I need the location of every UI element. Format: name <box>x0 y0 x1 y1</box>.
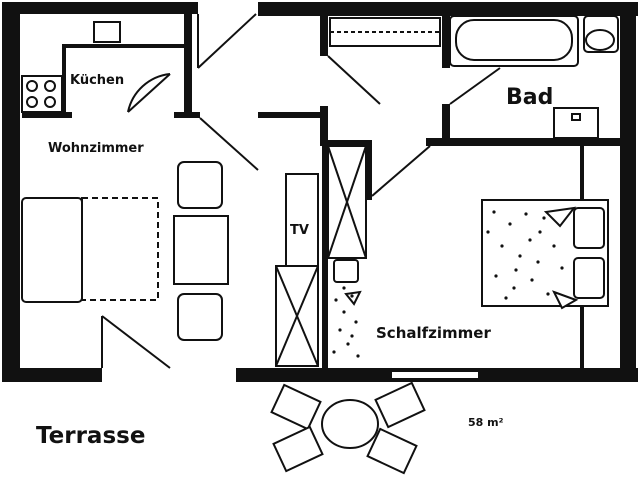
lamp-icon <box>344 290 362 306</box>
shower-dots <box>332 286 360 358</box>
pillow-icon <box>573 257 605 299</box>
area-label-bg <box>458 408 536 434</box>
terrace-chair-icon <box>270 383 322 431</box>
round-table-icon <box>321 399 379 449</box>
pillow-icon <box>573 207 605 249</box>
stove-icon <box>21 75 63 113</box>
bath-toilet-icon <box>583 15 619 53</box>
terrace-chair-icon <box>272 425 324 473</box>
chair-icon <box>177 293 223 341</box>
room-label-living: Wohnzimmer <box>48 141 144 156</box>
washbasin-icon <box>553 107 599 139</box>
bed-pattern <box>486 210 564 300</box>
terrace-label-bg <box>30 416 226 454</box>
kitchen-fixtures <box>21 21 121 113</box>
tv-label: TV <box>290 223 309 238</box>
chair-icon <box>177 161 223 209</box>
room-label-bedroom: Schalfzimmer <box>376 324 491 342</box>
terrace-chair-icon <box>366 427 418 475</box>
bath-fixtures <box>329 15 619 139</box>
room-label-bath: Bad <box>506 85 553 110</box>
area-label: 58 m² <box>468 416 504 429</box>
room-label-kitchen: Küchen <box>70 73 124 88</box>
living-furniture <box>21 161 319 367</box>
table-icon <box>173 215 229 285</box>
outer-walls <box>2 2 638 382</box>
cabinet-icon <box>275 265 319 367</box>
doors <box>101 13 501 369</box>
room-label-terrace: Terrasse <box>36 423 145 449</box>
terrace-furniture <box>270 381 426 475</box>
kitchen-sink-icon <box>93 21 121 43</box>
toilet-icon <box>333 259 359 283</box>
closet <box>327 145 367 283</box>
bathtub-icon <box>449 15 579 67</box>
terrace-chair-icon <box>374 381 426 429</box>
rug-outline <box>81 197 159 301</box>
bed <box>481 199 609 310</box>
